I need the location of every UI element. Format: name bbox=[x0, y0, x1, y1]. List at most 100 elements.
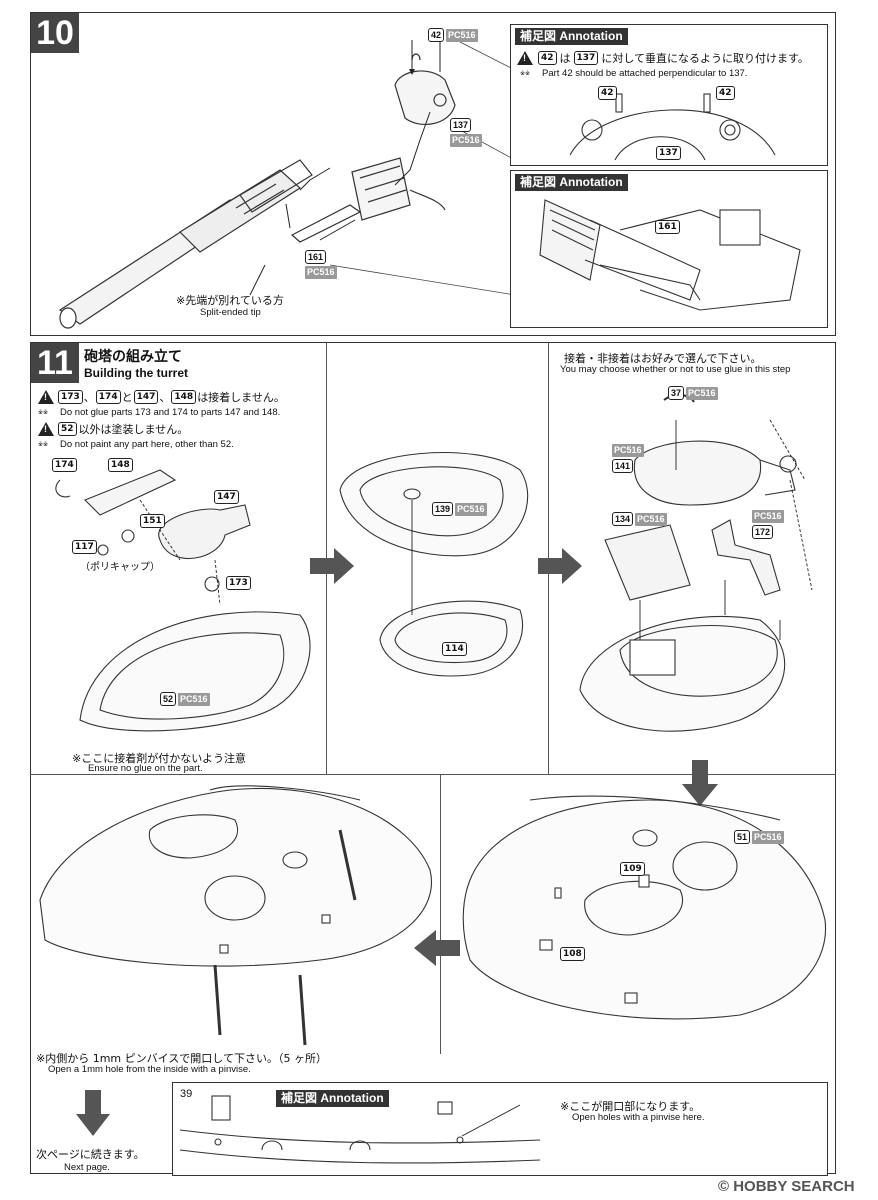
part-137-tag: 137 PC516 bbox=[450, 118, 482, 147]
part-number: 52 bbox=[160, 692, 177, 706]
warning2-en: Do not paint any part here, other than 5… bbox=[60, 439, 234, 450]
arrow-down-icon bbox=[76, 1090, 110, 1136]
annotation1-header: 補足図 Annotation bbox=[515, 28, 628, 45]
text-fragment: 以外は塗装しません。 bbox=[78, 423, 189, 436]
mark: ※※ bbox=[38, 442, 49, 448]
part-number: 42 bbox=[538, 51, 557, 65]
annotation3-note-en: Open holes with a pinvise here. bbox=[572, 1112, 705, 1123]
part-number: 151 bbox=[140, 514, 165, 528]
part-134-tag: 134 PC516 bbox=[612, 512, 667, 526]
part-number: 139 bbox=[432, 502, 454, 516]
watermark: © HOBBY SEARCH bbox=[718, 1178, 855, 1195]
part-number: 42 bbox=[428, 28, 445, 42]
part-37-tag: 37 PC516 bbox=[668, 386, 718, 400]
part-number: 147 bbox=[133, 390, 159, 404]
annotation1-text-en: Part 42 should be attached perpendicular… bbox=[542, 68, 748, 79]
glue-note-jp: ※ここに接着剤が付かないよう注意 bbox=[72, 752, 246, 765]
pc-label: PC516 bbox=[178, 692, 210, 706]
pc-label: PC516 bbox=[752, 830, 784, 844]
hole-note-en: Open a 1mm hole from the inside with a p… bbox=[48, 1064, 251, 1075]
step10-number: 10 bbox=[31, 13, 79, 53]
hole-note-jp: ※内側から 1mm ピンバイスで開口して下さい。（5 ヶ所） bbox=[36, 1052, 327, 1065]
part-number: 137 bbox=[573, 51, 599, 65]
annotation3-corner: 39 bbox=[180, 1088, 193, 1100]
part-number: 109 bbox=[620, 862, 645, 876]
pc-label: PC516 bbox=[635, 512, 667, 526]
part-number: 173 bbox=[226, 576, 251, 590]
mark: ※※ bbox=[38, 410, 49, 416]
pc-label: PC516 bbox=[450, 134, 482, 147]
pc-label: PC516 bbox=[752, 510, 784, 523]
part-number: 137 bbox=[450, 118, 472, 132]
split-tip-note-en: Split-ended tip bbox=[200, 307, 261, 318]
arrow-right-icon bbox=[310, 548, 354, 584]
part-number: 117 bbox=[72, 540, 97, 554]
part-161-tag: 161 PC516 bbox=[305, 250, 337, 279]
pc-label: PC516 bbox=[612, 444, 644, 457]
part-number: 51 bbox=[734, 830, 751, 844]
gun-barrel-illustration bbox=[58, 40, 516, 329]
annotation3-header: 補足図 Annotation bbox=[276, 1090, 389, 1107]
part-number: 161 bbox=[305, 250, 327, 264]
arrow-down-icon bbox=[682, 760, 718, 806]
part-52-tag: 52 PC516 bbox=[160, 692, 210, 706]
part-139-tag: 139 PC516 bbox=[432, 502, 487, 516]
warning2-jp: 52 以外は塗装しません。 bbox=[58, 421, 188, 437]
step11-title-en: Building the turret bbox=[84, 366, 188, 380]
text-fragment: は接着しません。 bbox=[197, 391, 285, 404]
part-number: 108 bbox=[560, 947, 585, 961]
annotation1-illustration bbox=[569, 93, 776, 161]
warning-icon bbox=[38, 390, 54, 404]
part-number: 52 bbox=[58, 422, 77, 436]
part-number: 37 bbox=[668, 386, 685, 400]
divider bbox=[30, 774, 836, 775]
part-number: 172 bbox=[752, 525, 774, 539]
part-141-tag: PC516 141 bbox=[612, 444, 644, 473]
glue-note-en: Ensure no glue on the part. bbox=[88, 763, 203, 774]
part-number: 42 bbox=[598, 86, 617, 100]
text-fragment: は bbox=[559, 52, 571, 65]
pc-label: PC516 bbox=[446, 28, 478, 42]
pc-label: PC516 bbox=[455, 502, 487, 516]
part-number: 42 bbox=[716, 86, 735, 100]
glue-choice-en: You may choose whether or not to use glu… bbox=[560, 364, 791, 375]
part-number: 161 bbox=[655, 220, 680, 234]
text-fragment: 、 bbox=[159, 391, 171, 404]
mark: ※※ bbox=[520, 71, 531, 77]
annotation2-illustration bbox=[539, 199, 801, 311]
part-number: 174 bbox=[52, 458, 77, 472]
part-number: 148 bbox=[108, 458, 133, 472]
warning-icon bbox=[517, 51, 533, 65]
pc-label: PC516 bbox=[686, 386, 718, 400]
part-number: 147 bbox=[214, 490, 239, 504]
warning-icon bbox=[38, 422, 54, 436]
next-page-jp: 次ページに続きます。 bbox=[36, 1148, 145, 1161]
glue-choice-jp: 接着・非接着はお好みで選んで下さい。 bbox=[564, 352, 762, 365]
pc-label: PC516 bbox=[305, 266, 337, 279]
step11-number: 11 bbox=[31, 343, 79, 383]
polycap-label: （ポリキャップ） bbox=[80, 562, 160, 573]
part-number: 114 bbox=[442, 642, 467, 656]
annotation1-text-jp: 42 は 137 に対して垂直になるように取り付けます。 bbox=[538, 50, 809, 66]
part-number: 148 bbox=[171, 390, 197, 404]
part-51-tag: 51 PC516 bbox=[734, 830, 784, 844]
split-tip-note-jp: ※先端が別れている方 bbox=[176, 294, 284, 307]
next-page-en: Next page. bbox=[64, 1162, 110, 1173]
part-number: 173 bbox=[58, 390, 83, 404]
annotation1-panel bbox=[510, 24, 828, 166]
text-fragment: 、 bbox=[83, 391, 95, 404]
warning1-en: Do not glue parts 173 and 174 to parts 1… bbox=[60, 407, 281, 418]
part-172-tag: PC516 172 bbox=[752, 510, 784, 539]
warning1-jp: 173 、 174 と 147 、 148 は接着しません。 bbox=[58, 389, 285, 405]
text-fragment: に対して垂直になるように取り付けます。 bbox=[601, 52, 809, 65]
arrow-right-icon bbox=[538, 548, 582, 584]
step11-title-jp: 砲塔の組み立て bbox=[84, 349, 182, 365]
arrow-left-icon bbox=[414, 930, 460, 966]
part-number: 174 bbox=[95, 390, 121, 404]
part-number: 134 bbox=[612, 512, 634, 526]
